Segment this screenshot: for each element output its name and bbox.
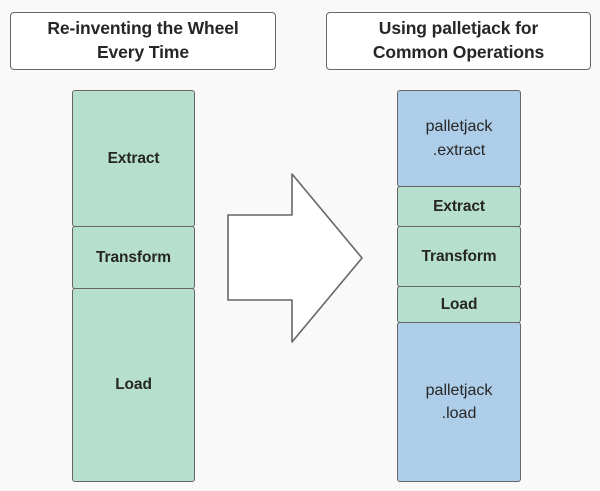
right-block-palletjack-load: palletjack .load (397, 322, 521, 482)
right-block-palletjack-load-text: palletjack .load (426, 379, 493, 425)
right-block-palletjack-load-line2: .load (441, 405, 477, 422)
right-block-load-label: Load (440, 295, 478, 313)
header-left-line2: Every Time (96, 42, 190, 62)
left-block-transform: Transform (72, 226, 195, 289)
right-block-extract: Extract (397, 186, 521, 227)
left-block-extract-label: Extract (107, 149, 160, 167)
header-right-line1: Using palletjack for (378, 18, 539, 39)
right-block-palletjack-load-line1: palletjack (425, 381, 493, 399)
right-block-palletjack-extract: palletjack .extract (397, 90, 521, 187)
header-right-text: Using palletjack for Common Operations (373, 17, 544, 64)
header-left-text: Re-inventing the Wheel Every Time (47, 17, 238, 64)
right-block-palletjack-extract-line1: palletjack (425, 118, 493, 136)
right-block-load: Load (397, 286, 521, 323)
header-box-left: Re-inventing the Wheel Every Time (10, 12, 276, 70)
header-box-right: Using palletjack for Common Operations (326, 12, 591, 70)
right-block-palletjack-extract-line2: .extract (432, 141, 486, 159)
right-block-transform-label: Transform (421, 247, 497, 265)
left-block-load: Load (72, 288, 195, 482)
left-block-load-label: Load (115, 376, 152, 393)
right-block-transform: Transform (397, 226, 521, 287)
right-block-arrow-icon (227, 173, 363, 343)
header-left-line1: Re-inventing the Wheel (47, 18, 239, 39)
header-right-line2: Common Operations (372, 42, 545, 62)
right-block-arrow (224, 168, 366, 350)
right-block-extract-label: Extract (433, 197, 485, 215)
right-block-palletjack-extract-text: palletjack .extract (426, 115, 493, 161)
left-block-extract: Extract (72, 90, 195, 227)
left-block-transform-label: Transform (96, 248, 171, 266)
